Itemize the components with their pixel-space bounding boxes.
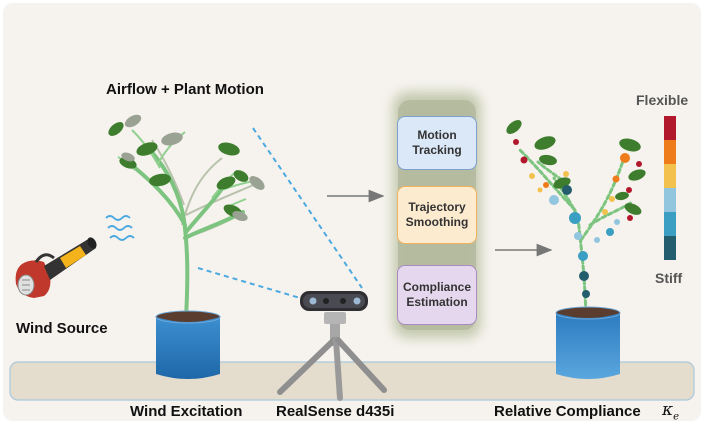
scale-segment-3: [664, 188, 676, 212]
plant-left: [108, 114, 265, 379]
leaves-left: [108, 122, 249, 218]
plant-right: [506, 120, 646, 379]
camera-icon: [300, 291, 368, 311]
camera-label: RealSense d435i: [276, 403, 395, 420]
pot-left: [156, 317, 220, 379]
flexible-label: Flexible: [636, 92, 689, 108]
pot-right: [556, 313, 620, 379]
compliance-dots: [513, 139, 642, 298]
kappa-symbol: κe: [662, 400, 680, 423]
wind-waves-icon: [105, 215, 135, 241]
scale-segment-5: [664, 236, 676, 260]
airflow-plant-motion-label: Airflow + Plant Motion: [106, 81, 264, 98]
blower-icon: [15, 237, 97, 298]
tripod-icon: [277, 312, 387, 401]
trajectory-smoothing-box: Trajectory Smoothing: [397, 186, 477, 244]
scale-segment-0: [664, 116, 676, 140]
scale-segment-1: [664, 140, 676, 164]
relative-compliance-label: Relative Compliance: [494, 403, 641, 420]
wind-excitation-label: Wind Excitation: [130, 403, 243, 420]
stiff-label: Stiff: [655, 270, 683, 286]
compliance-estimation-box: Compliance Estimation: [397, 265, 477, 325]
compliance-color-scale: [664, 116, 676, 260]
leaves-left-ghost: [121, 114, 265, 222]
motion-tracking-box: Motion Tracking: [397, 116, 477, 170]
wind-source-label: Wind Source: [16, 320, 108, 337]
scale-segment-2: [664, 164, 676, 188]
scale-segment-4: [664, 212, 676, 236]
